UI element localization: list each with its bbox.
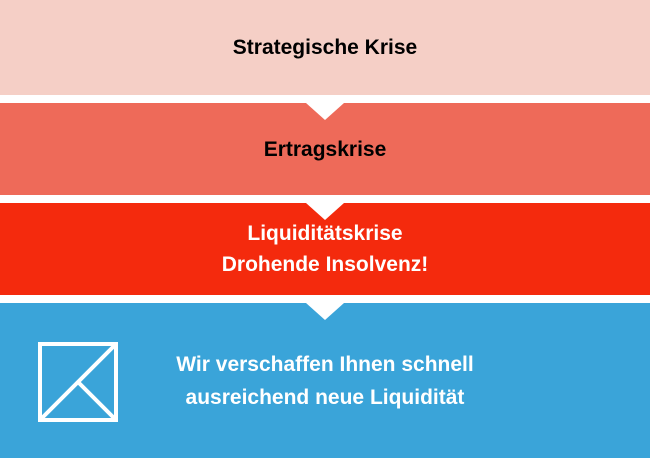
chevron-down-icon — [306, 103, 344, 120]
stage-solution-label-line1: Wir verschaffen Ihnen schnell — [176, 352, 474, 376]
stage-strategic-crisis-label: Strategische Krise — [232, 36, 418, 59]
stage-liquidity-crisis: Liquiditätskrise Drohende Insolvenz! — [0, 203, 650, 295]
chevron-down-icon — [306, 303, 344, 320]
stage-solution-label-line2: ausreichend neue Liquidität — [185, 385, 465, 409]
chevron-down-icon — [306, 203, 344, 220]
logo-square-diagonal-icon — [38, 342, 118, 422]
stage-liquidity-crisis-label-line2: Drohende Insolvenz! — [221, 253, 429, 276]
stage-solution: Wir verschaffen Ihnen schnell ausreichen… — [0, 303, 650, 458]
stage-strategic-crisis: Strategische Krise — [0, 0, 650, 95]
stage-earnings-crisis-label: Ertragskrise — [263, 137, 387, 161]
stage-liquidity-crisis-label-line1: Liquiditätskrise — [247, 222, 403, 245]
stage-earnings-crisis: Ertragskrise — [0, 103, 650, 195]
